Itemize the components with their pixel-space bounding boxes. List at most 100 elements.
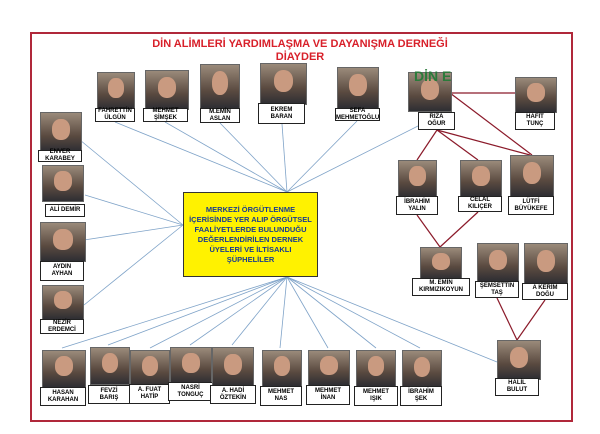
person-photo (420, 247, 462, 280)
person-photo (356, 350, 396, 387)
person-name-line: MEHMETOĞLU (336, 114, 380, 121)
person-name-line: KARAHAN (47, 396, 79, 403)
person-name-line: CELAL (470, 197, 490, 203)
face-icon (472, 166, 490, 186)
link-line (286, 276, 498, 363)
link-line (149, 276, 288, 349)
face-icon (320, 356, 338, 375)
person-name-line: SEFA (349, 107, 366, 114)
link-line (416, 214, 441, 248)
diagram-frame (30, 32, 573, 422)
person-name-line: LÜTFİ (522, 198, 540, 205)
face-icon (522, 162, 542, 184)
face-icon (182, 353, 200, 373)
person-name-line: ERDEMCİ (48, 326, 76, 333)
person-name-line: ÜLGÜN (104, 115, 126, 121)
person-name-line: MEHMET (268, 389, 294, 395)
person-name-line: YALIN (408, 205, 426, 212)
person-name-line: OĞUR (427, 121, 446, 127)
person-photo (515, 77, 557, 113)
central-node-text: MERKEZİ ÖRGÜTLENME İÇERİSİNDE YER ALIP Ö… (189, 204, 312, 264)
person-name-line: NEZİR (53, 319, 71, 326)
link-line (286, 276, 421, 349)
person-photo (402, 350, 442, 389)
link-line (416, 129, 438, 161)
person-photo (170, 347, 212, 384)
person-name-line: BULUT (506, 387, 528, 393)
person-name-line: RIZA (429, 114, 444, 120)
person-name-line: BARAN (270, 113, 293, 120)
person-name-line: M.EMİN (209, 108, 231, 115)
link-line (231, 276, 288, 346)
face-icon (527, 83, 545, 102)
link-line (84, 194, 184, 226)
person-name-line: İNAN (320, 395, 336, 401)
diagram-title: DİN ALİMLERİ YARDIMLAŞMA VE DAYANIŞMA DE… (0, 38, 600, 64)
face-icon (273, 356, 291, 376)
link-line (286, 276, 377, 349)
face-icon (52, 118, 70, 140)
link-line (286, 124, 421, 193)
person-name-line: M. EMİN (429, 280, 453, 286)
link-line (436, 129, 479, 161)
link-line (496, 297, 518, 341)
person-name-line: ŞEMSETTİN (479, 282, 515, 289)
person-name-line: TONGUÇ (177, 391, 204, 398)
link-line (83, 224, 184, 306)
person-photo (97, 72, 135, 110)
person-photo (510, 155, 554, 197)
face-icon (367, 356, 385, 376)
person-name-line: DOĞU (536, 291, 554, 298)
person-name-line: FEVZİ (100, 387, 118, 394)
person-name-line: İBRAHİM (408, 389, 434, 395)
link-line (61, 276, 288, 349)
face-icon (54, 290, 72, 310)
person-photo (130, 350, 170, 388)
face-icon (53, 228, 73, 250)
central-node: MERKEZİ ÖRGÜTLENME İÇERİSİNDE YER ALIP Ö… (183, 192, 318, 277)
person-name-line: NASRİ (181, 384, 200, 391)
person-name-line: BARIŞ (99, 394, 119, 401)
face-icon (489, 249, 507, 270)
face-icon (108, 78, 124, 99)
person-name-line: KIRMIZIKOYUN (419, 287, 463, 293)
face-icon (413, 356, 431, 377)
face-icon (420, 78, 440, 100)
link-line (516, 299, 546, 341)
person-photo (408, 72, 452, 112)
person-name-line: HASAN (52, 389, 74, 396)
person-name-line: ŞEK (414, 396, 428, 402)
person-photo (40, 112, 82, 152)
link-line (286, 120, 358, 193)
association-logo-text: DİN E (414, 68, 452, 84)
person-photo (212, 347, 254, 387)
person-name-line: MEHMET (363, 389, 389, 395)
person-name-line: ASLAN (209, 115, 231, 122)
person-photo (497, 340, 541, 380)
face-icon (141, 356, 159, 377)
link-line (107, 276, 288, 346)
title-line-1: DİN ALİMLERİ YARDIMLAŞMA VE DAYANIŞMA DE… (152, 38, 448, 50)
person-name-line: EKREM (270, 106, 293, 113)
person-name-line: BÜYÜKEFE (514, 205, 548, 212)
